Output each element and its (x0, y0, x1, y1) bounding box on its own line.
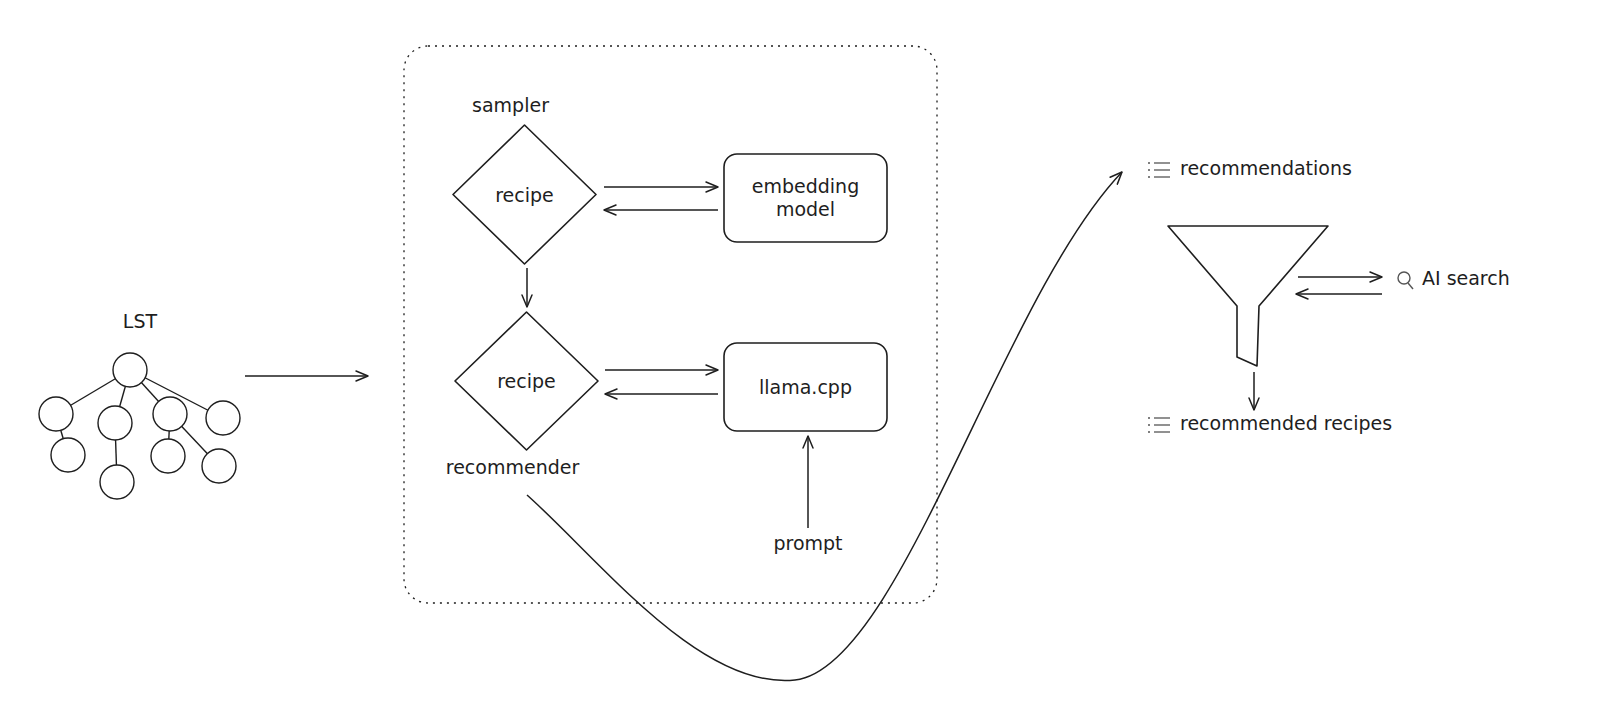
list-icon-line (1154, 169, 1170, 170)
node-heading: LST (123, 310, 157, 333)
connector-arrow (604, 186, 718, 188)
box-border (724, 343, 887, 431)
filter-funnel (1168, 226, 1328, 366)
tree-node (113, 353, 147, 387)
search-icon-lens (1398, 272, 1410, 284)
list-icon-dot (1148, 431, 1150, 432)
diamond-border (453, 125, 596, 264)
connector-arrow (605, 369, 718, 371)
list-icon-dot (1148, 162, 1150, 163)
text-label: recommended recipes (1180, 412, 1392, 434)
node-heading: embedding model (746, 175, 866, 221)
node-heading: llama.cpp (759, 376, 852, 399)
list-icon-dot (1148, 176, 1150, 177)
connector-arrow (526, 268, 528, 307)
tree-node (51, 438, 85, 472)
connector-arrow (245, 375, 368, 377)
list-icon (1148, 163, 1170, 177)
tree-branch (130, 370, 170, 414)
list-icon (1148, 418, 1170, 432)
text-label: AI search (1422, 267, 1510, 289)
list-icon-line (1154, 424, 1170, 425)
connector-arrow (604, 209, 718, 211)
container-group: samplerrecipeembedding modelreciperecomm… (403, 45, 938, 604)
decision-diamond: samplerrecipe (451, 123, 598, 266)
group-border (404, 46, 937, 603)
diamond-border (455, 312, 598, 450)
tree-branch (115, 423, 117, 482)
tree-node (151, 439, 185, 473)
tree-branch (115, 370, 130, 423)
decision-diamond: reciperecommender (453, 310, 600, 452)
node-label: recipe (495, 183, 554, 206)
tree-node (100, 465, 134, 499)
prompt-arrow (807, 436, 809, 528)
node-heading: sampler (472, 94, 549, 117)
process-box: embedding model (723, 153, 888, 243)
tree-group: LST (35, 310, 245, 500)
node-label: recommender (446, 456, 579, 479)
list-icon-dot (1148, 424, 1150, 425)
list-icon-dot (1148, 417, 1150, 418)
tree-node (153, 397, 187, 431)
tree-branch (56, 414, 68, 455)
output-curve (527, 172, 1122, 681)
tree-node (206, 401, 240, 435)
node-heading: recipe (497, 370, 556, 393)
box-border (724, 154, 887, 242)
tree-node (98, 406, 132, 440)
list-icon-line (1154, 417, 1170, 418)
tree-branch (170, 414, 219, 466)
connector-arrow (605, 393, 718, 395)
dashed-outline (403, 45, 938, 604)
search-arrow (1296, 293, 1382, 295)
process-box: llama.cpp (723, 342, 888, 432)
tree-branch (130, 370, 223, 418)
text-label: prompt (773, 532, 842, 554)
list-icon-line (1154, 176, 1170, 177)
output-arrow (1253, 372, 1255, 410)
list-icon-line (1154, 162, 1170, 163)
tree-node (202, 449, 236, 483)
list-icon-dot (1148, 169, 1150, 170)
search-icon-handle (1408, 283, 1413, 289)
tree-node (39, 397, 73, 431)
search-icon (1398, 272, 1413, 289)
tree-branch (168, 414, 170, 456)
tree-branch (56, 370, 130, 414)
search-arrow (1298, 276, 1382, 278)
list-icon-line (1154, 431, 1170, 432)
tree-illustration (39, 353, 240, 499)
text-label: recommendations (1180, 157, 1352, 179)
